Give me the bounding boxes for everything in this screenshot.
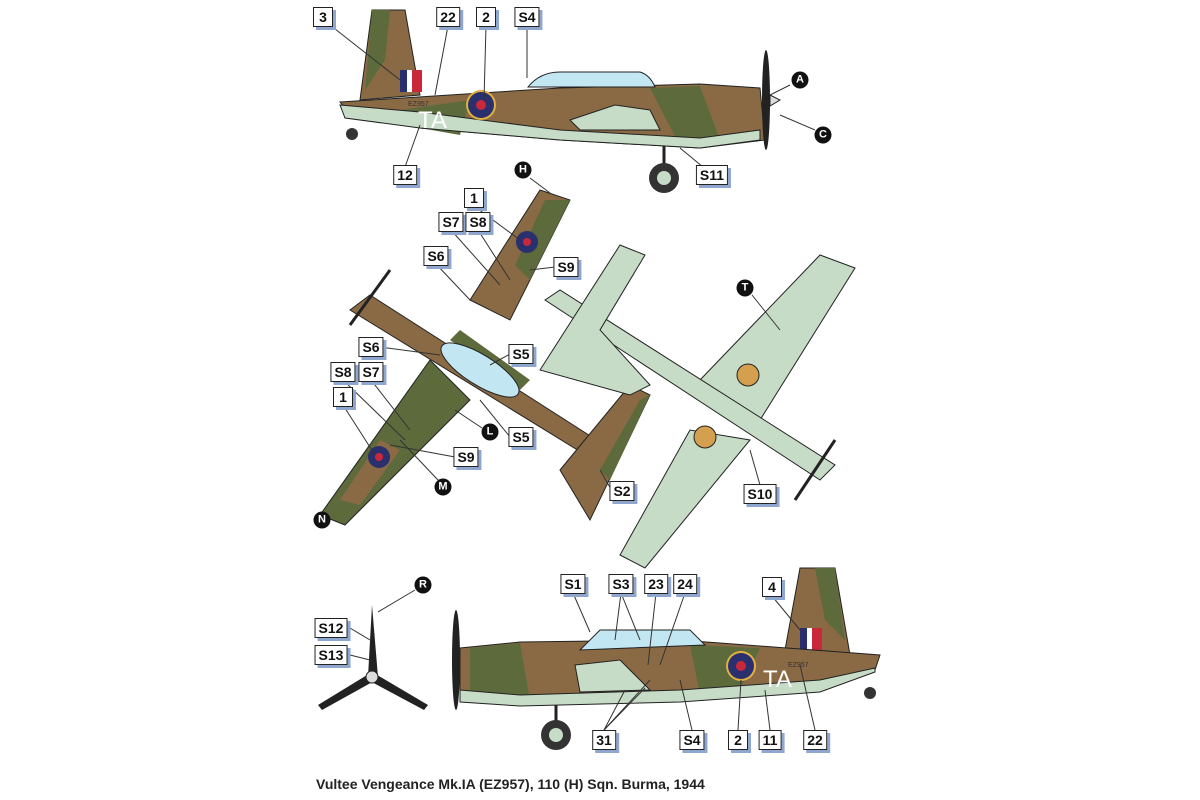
callout-label: S5 (508, 344, 534, 364)
callout-letter: R (414, 576, 432, 594)
tailplane (559, 384, 651, 522)
callout-label: 3 (313, 7, 333, 27)
side-view-right: TA EZ957 (452, 567, 881, 750)
callout-label: 22 (436, 7, 460, 27)
callout-label: S11 (695, 165, 729, 185)
svg-text:EZ957: EZ957 (408, 101, 429, 108)
callout-label: 11 (758, 730, 782, 750)
callout-label: S3 (608, 574, 634, 594)
callout-label: S6 (358, 337, 384, 357)
callout-label: S12 (314, 618, 348, 638)
callout-label: S13 (314, 645, 348, 665)
main-wheel (657, 171, 671, 185)
fuselage-under (544, 289, 836, 481)
callout-letter: A (791, 71, 809, 89)
callout-label: 2 (476, 7, 496, 27)
callout-letter: C (814, 126, 832, 144)
svg-text:EZ957: EZ957 (788, 662, 809, 669)
tailplane-under (539, 244, 651, 396)
callout-label: 23 (644, 574, 668, 594)
callout-label: S8 (330, 362, 356, 382)
callout-label: S2 (609, 481, 635, 501)
svg-text:TA: TA (763, 666, 792, 693)
callout-label: 22 (803, 730, 827, 750)
callout-label: S7 (358, 362, 384, 382)
callout-label: 4 (762, 577, 782, 597)
propeller-front (318, 589, 428, 710)
code-letters: TA (418, 107, 447, 134)
callout-label: 24 (673, 574, 697, 594)
top-view (319, 177, 651, 526)
callout-label: 1 (464, 188, 484, 208)
wing-left-under (619, 429, 751, 569)
callout-label: S10 (743, 484, 777, 504)
propeller-top (348, 269, 392, 326)
callout-letter: N (313, 511, 331, 529)
canopy-top (440, 342, 520, 398)
callout-label: S1 (560, 574, 586, 594)
callout-label: S4 (679, 730, 705, 750)
callout-label: 31 (592, 730, 616, 750)
under-view (539, 244, 856, 569)
callout-letter: T (736, 279, 754, 297)
callout-label: S7 (438, 212, 464, 232)
propeller-under (793, 439, 837, 501)
callout-label: S4 (514, 7, 540, 27)
propeller (762, 50, 770, 150)
canopy-2 (578, 629, 707, 651)
tail-wheel (346, 128, 358, 140)
callout-label: S9 (553, 257, 579, 277)
callout-label: 2 (728, 730, 748, 750)
roundel (476, 100, 486, 110)
canopy (526, 71, 656, 88)
callout-letter: H (514, 161, 532, 179)
callout-label: S6 (423, 246, 449, 266)
callout-letter: M (434, 478, 452, 496)
callout-letter: L (481, 423, 499, 441)
side-view-left: TA EZ957 (329, 9, 816, 193)
callout-label: 1 (333, 387, 353, 407)
callout-label: S8 (465, 212, 491, 232)
callout-label: 12 (393, 165, 417, 185)
caption: Vultee Vengeance Mk.IA (EZ957), 110 (H) … (316, 776, 705, 792)
callout-label: S9 (453, 447, 479, 467)
callout-label: S5 (508, 427, 534, 447)
